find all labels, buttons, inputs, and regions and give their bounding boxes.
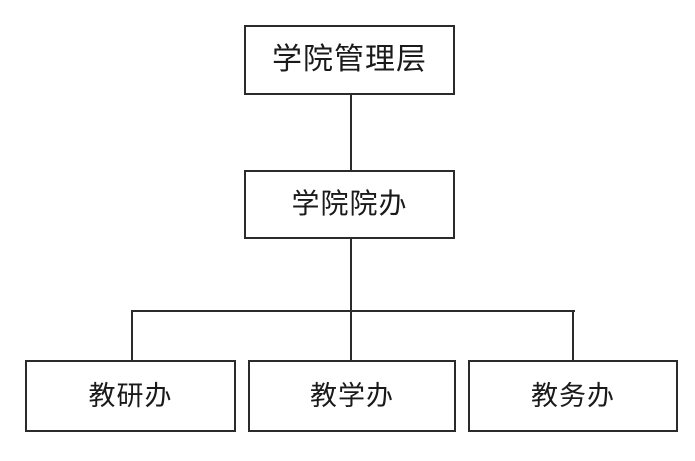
edge-bus-to-academic-office [572,310,574,360]
node-label-research-office: 教研办 [88,380,173,411]
node-label-academic-affairs-office: 教务办 [531,380,615,411]
edge-office-to-bus [350,239,352,311]
edge-management-to-office [350,95,352,170]
edge-bus-to-research-office [131,310,133,360]
edge-bus-to-teaching-office [350,310,352,360]
node-research-office[interactable]: 教研办 [25,360,236,432]
edge-horizontal-bus [131,310,575,312]
node-teaching-office[interactable]: 教学办 [248,360,456,432]
node-college-office[interactable]: 学院院办 [244,170,455,239]
node-label-college-management: 学院管理层 [272,43,427,76]
node-academic-affairs-office[interactable]: 教务办 [468,360,678,432]
node-label-teaching-office: 教学办 [310,380,394,411]
node-label-college-office: 学院院办 [291,188,408,220]
node-college-management[interactable]: 学院管理层 [244,25,455,95]
